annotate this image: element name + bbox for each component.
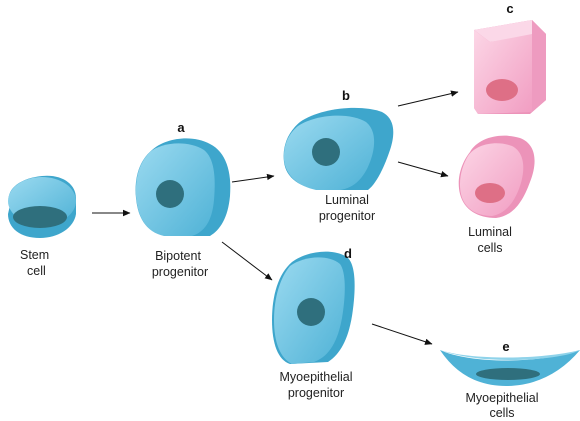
stem-cell bbox=[8, 175, 76, 238]
label-myoepithelial-cells-1: Myoepithelial bbox=[466, 391, 539, 405]
stem-cell-nucleus bbox=[13, 206, 67, 228]
myoepithelial-cell bbox=[440, 350, 580, 386]
label-bipotent-2: progenitor bbox=[152, 265, 208, 279]
myoepithelial-nucleus bbox=[476, 368, 540, 380]
label-myoepithelial-progenitor-1: Myoepithelial bbox=[280, 370, 353, 384]
bipotent-progenitor-cell bbox=[135, 138, 231, 236]
luminal-progenitor-nucleus bbox=[312, 138, 340, 166]
arrow-bipotent-to-luminal bbox=[231, 173, 275, 183]
label-myoepithelial-progenitor-2: progenitor bbox=[288, 386, 344, 400]
label-luminal-cells-2: cells bbox=[477, 241, 502, 255]
luminal-cell-rounded bbox=[458, 135, 535, 218]
label-stem-cell-1: Stem bbox=[20, 248, 49, 262]
panel-letter-c: c bbox=[506, 1, 513, 16]
label-luminal-progenitor-1: Luminal bbox=[325, 193, 369, 207]
label-bipotent-1: Bipotent bbox=[155, 249, 201, 263]
label-myoepithelial-cells-2: cells bbox=[489, 406, 514, 420]
arrow-luminal-to-rounded bbox=[397, 161, 449, 178]
label-luminal-progenitor-2: progenitor bbox=[319, 209, 375, 223]
arrow-bipotent-to-myoepithelial bbox=[221, 241, 273, 281]
arrow-luminal-to-cuboid bbox=[397, 90, 459, 107]
label-stem-cell-2: cell bbox=[27, 264, 46, 278]
panel-letter-b: b bbox=[342, 88, 350, 103]
myoepithelial-progenitor-cell bbox=[272, 251, 355, 364]
luminal-progenitor-cell bbox=[283, 107, 394, 190]
label-luminal-cells-1: Luminal bbox=[468, 225, 512, 239]
panel-letter-e: e bbox=[502, 339, 509, 354]
panel-letter-d: d bbox=[344, 246, 352, 261]
myoepithelial-progenitor-nucleus bbox=[297, 298, 325, 326]
luminal-cell-cuboid bbox=[474, 20, 546, 114]
panel-letter-a: a bbox=[177, 120, 185, 135]
arrow-myoprog-to-myoepithelial bbox=[371, 323, 433, 345]
bipotent-nucleus bbox=[156, 180, 184, 208]
luminal-cell-nucleus-2 bbox=[475, 183, 505, 203]
luminal-cell-nucleus-1 bbox=[486, 79, 518, 101]
